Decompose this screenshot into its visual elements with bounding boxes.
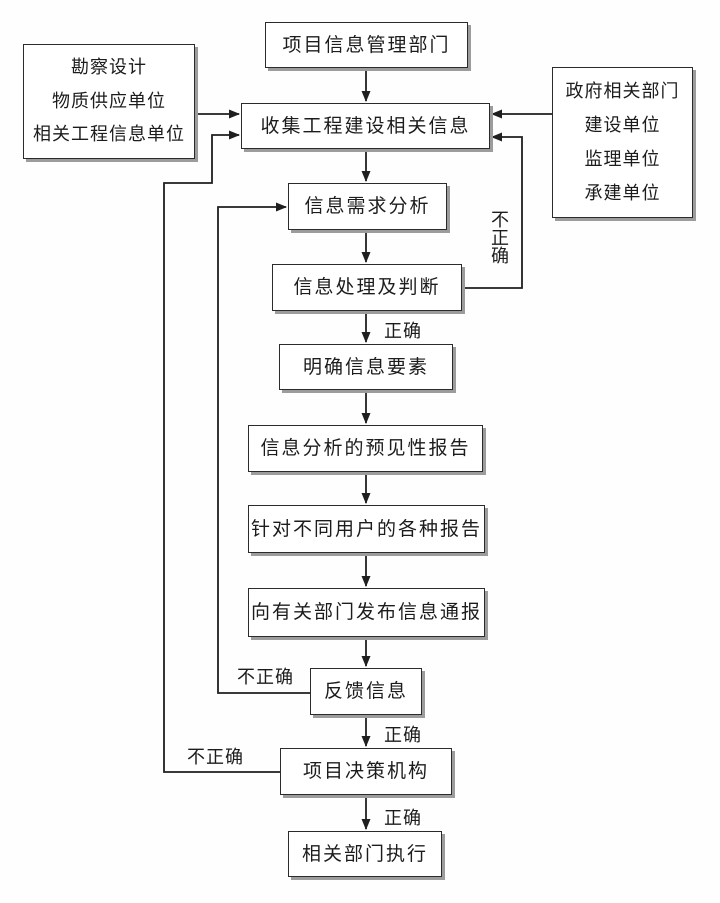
edge-label-incorrect-feedback: 不正确 (237, 667, 294, 688)
node-government-sources: 政府相关部门 建设单位 监理单位 承建单位 (552, 67, 693, 218)
edge-label-incorrect-process-vertical: 不正确 (488, 210, 509, 264)
edge-label-correct-decision: 正确 (384, 808, 422, 829)
edge-feedback-incorrect-to-demand (217, 202, 310, 694)
source-line: 建设单位 (584, 114, 661, 136)
node-user-reports: 针对不同用户的各种报告 (248, 505, 485, 553)
node-publish-notification: 向有关部门发布信息通报 (248, 588, 485, 637)
source-line: 承建单位 (584, 182, 661, 204)
node-collect-info: 收集工程建设相关信息 (241, 103, 490, 149)
node-project-decision-body: 项目决策机构 (280, 748, 452, 795)
edge-label-incorrect-decision: 不正确 (187, 747, 244, 768)
node-info-processing-judgment: 信息处理及判断 (272, 264, 462, 311)
node-survey-design-sources: 勘察设计 物质供应单位 相关工程信息单位 (23, 44, 195, 159)
node-feedback-info: 反馈信息 (310, 668, 422, 715)
source-line: 监理单位 (584, 148, 661, 170)
node-execute-departments: 相关部门执行 (288, 831, 442, 877)
edge-process-incorrect-to-collect (462, 132, 523, 289)
node-predictive-report: 信息分析的预见性报告 (248, 425, 483, 472)
source-line: 相关工程信息单位 (33, 124, 185, 146)
edge-decision-incorrect-to-collect (163, 130, 280, 773)
edge-label-correct-process: 正确 (384, 321, 422, 342)
node-clarify-info-elements: 明确信息要素 (279, 344, 453, 390)
node-project-info-dept: 项目信息管理部门 (265, 22, 468, 68)
source-line: 勘察设计 (71, 57, 147, 79)
source-line: 政府相关部门 (565, 80, 680, 102)
source-line: 物质供应单位 (52, 90, 166, 112)
edge-label-correct-feedback: 正确 (384, 725, 422, 746)
node-info-demand-analysis: 信息需求分析 (288, 183, 447, 230)
